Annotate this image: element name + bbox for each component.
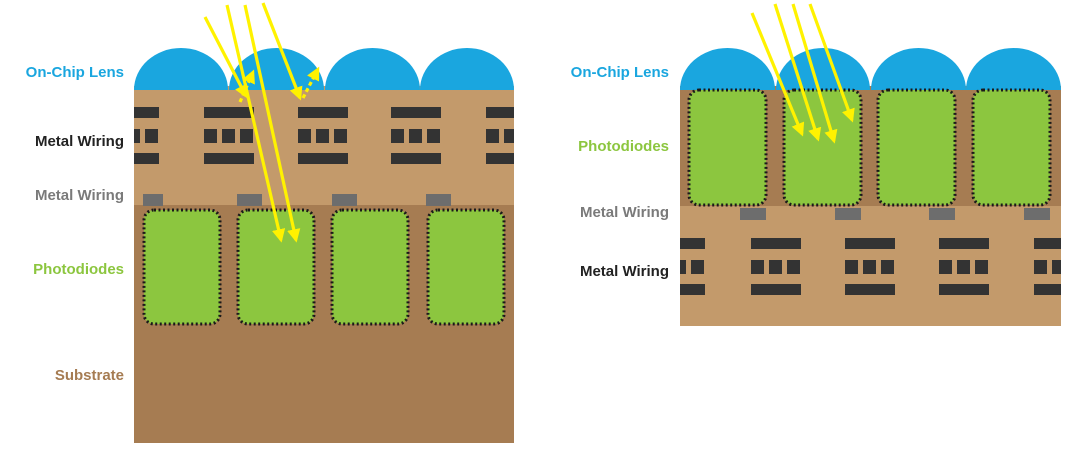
gray-contact-1: [143, 194, 163, 206]
metal-wiring-4-wire-mid-3: [427, 129, 440, 143]
left-label-substrate: Substrate: [54, 367, 124, 384]
metal-wiring-3-wire-top: [298, 107, 348, 118]
light-ray-4: [261, 2, 303, 101]
left-label-metal-wiring-gray: Metal Wiring: [34, 187, 124, 204]
metal-wiring-group: [134, 107, 535, 164]
metal-wiring-1-wire-mid-2: [134, 129, 140, 143]
right-label-metal-wiring-dark: Metal Wiring: [579, 263, 669, 280]
metal-wiring-3-wire-mid-3: [881, 260, 894, 274]
gray-contact-3: [929, 208, 955, 220]
metal-wiring-3-wire-mid-3: [334, 129, 347, 143]
on-chip-lens-1: [134, 48, 228, 90]
metal-wiring-5-wire-mid-3: [1070, 260, 1080, 274]
metal-wiring-4-wire-mid-1: [391, 129, 404, 143]
photodiode-3: [876, 88, 957, 207]
metal-wiring-2-wire-mid-2: [222, 129, 235, 143]
photodiode-4: [426, 208, 506, 326]
metal-wiring-5-wire-bottom: [1034, 284, 1061, 295]
metal-wiring-4-wire-top: [939, 238, 989, 249]
metal-wiring-3-wire-mid-1: [298, 129, 311, 143]
metal-wiring-1-wire-top: [134, 107, 159, 118]
metal-wiring-2-wire-top: [204, 107, 254, 118]
metal-wiring-3-wire-mid-2: [316, 129, 329, 143]
metal-wiring-4-wire-mid-2: [409, 129, 422, 143]
metal-wiring-2-wire-bottom: [204, 153, 254, 164]
on-chip-lens-1: [680, 47, 775, 90]
right-label-lens: On-Chip Lens: [570, 64, 669, 81]
metal-wiring-2-wire-mid-3: [240, 129, 253, 143]
left-label-lens: On-Chip Lens: [25, 64, 124, 81]
metal-wiring-5-wire-bottom: [486, 153, 514, 164]
metal-wiring-4-wire-mid-1: [939, 260, 952, 274]
light-ray-2: [243, 4, 301, 243]
gray-contact-1: [740, 208, 766, 220]
photodiode-3: [330, 208, 410, 326]
front-illuminated-sensor: [134, 2, 535, 443]
light-ray-1: [750, 12, 805, 137]
metal-wiring-2-wire-top: [751, 238, 801, 249]
photodiode-4: [971, 88, 1052, 207]
photodiode-2: [782, 88, 863, 207]
metal-wiring-1-wire-bottom: [134, 153, 159, 164]
gray-contact-2: [835, 208, 861, 220]
metal-wiring-3-wire-mid-1: [845, 260, 858, 274]
metal-wiring-4-wire-bottom: [939, 284, 989, 295]
light-ray-2: [773, 3, 822, 142]
metal-wiring-5-wire-mid-2: [504, 129, 514, 143]
light-ray-1: [225, 4, 286, 243]
light-ray-3: [203, 16, 248, 99]
right-label-metal-wiring-gray: Metal Wiring: [579, 204, 669, 221]
metal-wiring-2-wire-mid-2: [769, 260, 782, 274]
metal-wiring-5-wire-top: [486, 107, 514, 118]
metal-wiring-3-wire-bottom: [298, 153, 348, 164]
on-chip-lens-3: [871, 47, 966, 90]
on-chip-lens-3: [325, 47, 420, 90]
metal-wiring-2-wire-mid-1: [751, 260, 764, 274]
metal-wiring-4-wire-bottom: [391, 153, 441, 164]
gray-contact-4: [426, 194, 451, 206]
reflected-ray-2: [301, 66, 320, 99]
gray-contact-2: [237, 194, 262, 206]
metal-wiring-4-wire-top: [391, 107, 441, 118]
on-chip-lens-4: [420, 48, 514, 90]
metal-wiring-2-wire-mid-3: [787, 260, 800, 274]
wiring-layer: [134, 86, 514, 205]
metal-wiring-5-wire-mid-1: [486, 129, 499, 143]
left-label-photodiodes: Photodiodes: [33, 261, 124, 278]
metal-wiring-5-wire-mid-2: [1052, 260, 1061, 274]
metal-wiring-1-wire-top: [680, 238, 705, 249]
reflected-ray-1: [238, 69, 255, 103]
metal-wiring-4-wire-mid-2: [957, 260, 970, 274]
light-ray-4: [808, 3, 855, 123]
gray-contact-4: [1024, 208, 1050, 220]
photodiode-1: [142, 208, 222, 326]
gray-contact-3: [332, 194, 357, 206]
metal-wiring-5-wire-top: [1034, 238, 1061, 249]
metal-wiring-4-wire-mid-3: [975, 260, 988, 274]
metal-wiring-5-wire-mid-1: [1034, 260, 1047, 274]
left-label-metal-wiring-dark: Metal Wiring: [34, 133, 124, 150]
metal-wiring-3-wire-top: [845, 238, 895, 249]
right-label-photodiodes: Photodiodes: [578, 138, 669, 155]
metal-wiring-2-wire-bottom: [751, 284, 801, 295]
metal-wiring-1-wire-bottom: [680, 284, 705, 295]
on-chip-lens-4: [966, 47, 1061, 90]
back-illuminated-sensor: [680, 3, 1080, 326]
photodiode-2: [236, 208, 316, 326]
metal-wiring-3-wire-bottom: [845, 284, 895, 295]
metal-wiring-5-wire-mid-3: [522, 129, 535, 143]
metal-wiring-1-wire-mid-2: [680, 260, 686, 274]
metal-wiring-1-wire-mid-3: [691, 260, 704, 274]
metal-wiring-1-wire-mid-3: [145, 129, 158, 143]
metal-wiring-3-wire-mid-2: [863, 260, 876, 274]
metal-wiring-2-wire-mid-1: [204, 129, 217, 143]
metal-wiring-group: [680, 238, 1080, 295]
photodiode-1: [687, 88, 768, 207]
light-ray-3: [791, 3, 838, 144]
